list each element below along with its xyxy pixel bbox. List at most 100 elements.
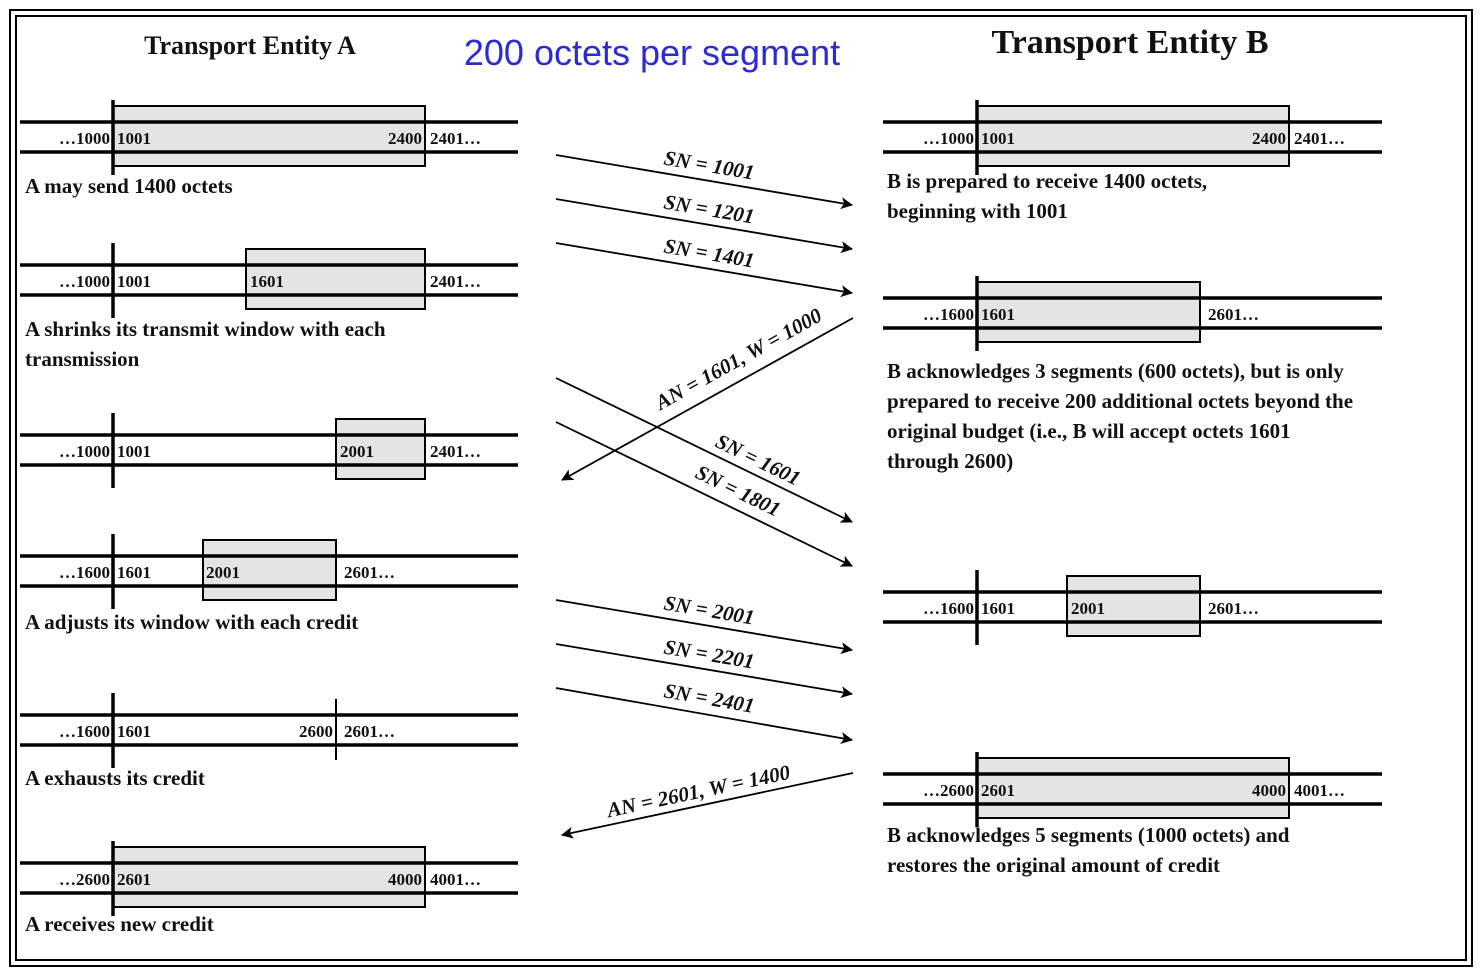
seq-label: 2601… — [344, 722, 395, 741]
seq-label: 2001 — [1071, 599, 1105, 618]
left-window-strip-1: …1000 1001 2400 2401… A may send 1400 octets — [20, 100, 518, 198]
strip-caption: B acknowledges 3 segments (600 octets), … — [887, 359, 1344, 383]
message-label: SN = 1401 — [662, 234, 756, 273]
strip-caption: B is prepared to receive 1400 octets, — [887, 169, 1207, 193]
strip-caption: prepared to receive 200 additional octet… — [887, 389, 1353, 413]
arrow-line — [555, 154, 853, 210]
message-label: SN = 2201 — [662, 635, 756, 674]
seq-label: 1001 — [117, 442, 151, 461]
window-box — [1066, 575, 1201, 637]
seq-label: 1601 — [981, 305, 1015, 324]
strip-caption: A exhausts its credit — [25, 766, 205, 790]
seq-label: …1600 — [923, 599, 974, 618]
seq-label: 4000 — [388, 870, 422, 889]
seq-label: 1601 — [250, 272, 284, 291]
message-label: SN = 1201 — [662, 190, 756, 229]
window-box — [112, 846, 426, 908]
left-window-strip-6: …2600 2601 4000 4001… A receives new credit — [20, 841, 518, 936]
message-arrow-9: SN = 2401 — [555, 678, 853, 745]
strip-caption: A shrinks its transmit window with each — [25, 317, 386, 341]
strip-caption: through 2600) — [887, 449, 1013, 473]
seq-label: 4001… — [1294, 781, 1345, 800]
seq-label: 2400 — [388, 129, 422, 148]
seq-label: 2401… — [430, 129, 481, 148]
seq-label: …1000 — [59, 442, 110, 461]
segment-size-note: 200 octets per segment — [464, 32, 840, 73]
seq-label: 1601 — [117, 722, 151, 741]
window-box — [112, 105, 426, 167]
right-window-strip-1: …1000 1001 2400 2401… B is prepared to recei… — [883, 100, 1382, 223]
seq-label: 2001 — [206, 563, 240, 582]
arrow-line — [555, 198, 853, 254]
right-window-strip-3: …1600 1601 2001 2601… — [883, 570, 1382, 645]
arrow-line — [555, 377, 853, 523]
window-box — [202, 539, 337, 601]
window-box — [335, 418, 426, 480]
seq-label: 2401… — [430, 442, 481, 461]
left-window-strip-4: …1600 1601 2001 2601… A adjusts its window w… — [20, 534, 518, 634]
strip-caption: A receives new credit — [25, 912, 214, 936]
seq-label: 2600 — [299, 722, 333, 741]
inner-border — [15, 15, 1467, 961]
seq-label: …2600 — [59, 870, 110, 889]
strip-caption: beginning with 1001 — [887, 199, 1068, 223]
arrow-line — [555, 242, 853, 298]
seq-label: …1000 — [59, 272, 110, 291]
window-box — [976, 757, 1290, 819]
seq-label: 1601 — [981, 599, 1015, 618]
seq-label: 2401… — [1294, 129, 1345, 148]
left-window-strip-5: …1600 1601 2600 2601… A exhausts its credit — [20, 693, 518, 790]
message-arrow-5: SN = 1601 — [555, 377, 853, 523]
seq-label: 4001… — [430, 870, 481, 889]
window-box — [245, 248, 426, 310]
seq-label: …1000 — [923, 129, 974, 148]
strip-caption: transmission — [25, 347, 140, 371]
seq-label: 2601… — [1208, 599, 1259, 618]
window-box — [976, 105, 1290, 167]
seq-label: …2600 — [923, 781, 974, 800]
message-label: SN = 1001 — [662, 146, 756, 185]
left-window-strip-3: …1000 1001 2001 2401… — [20, 413, 518, 488]
seq-label: 2601… — [1208, 305, 1259, 324]
arrow-line — [561, 317, 854, 481]
seq-label: 2400 — [1252, 129, 1286, 148]
strip-caption: restores the original amount of credit — [887, 853, 1220, 877]
seq-label: 2601… — [344, 563, 395, 582]
seq-label: 1001 — [117, 272, 151, 291]
strip-caption: original budget (i.e., B will accept oct… — [887, 419, 1291, 443]
message-arrow-4: AN = 1601, W = 1000 — [561, 303, 854, 481]
message-arrow-6: SN = 1801 — [555, 421, 853, 567]
arrow-line — [555, 643, 853, 699]
outer-border — [9, 9, 1473, 967]
strip-caption: A may send 1400 octets — [25, 174, 233, 198]
right-window-strip-2: …1600 1601 2601… B acknowledges 3 segments … — [883, 276, 1382, 473]
arrow-line — [555, 421, 853, 567]
arrow-line — [555, 599, 853, 655]
strip-caption: A adjusts its window with each credit — [25, 610, 358, 634]
message-arrow-10: AN = 2601, W = 1400 — [561, 760, 854, 839]
seq-label: …1000 — [59, 129, 110, 148]
message-arrow-3: SN = 1401 — [555, 234, 853, 298]
message-label: SN = 2401 — [662, 678, 756, 717]
seq-label: 1601 — [117, 563, 151, 582]
seq-label: 2001 — [340, 442, 374, 461]
seq-label: 1001 — [117, 129, 151, 148]
arrow-line — [561, 772, 854, 839]
seq-label: …1600 — [59, 563, 110, 582]
seq-label: 2601 — [117, 870, 151, 889]
seq-label: 2401… — [430, 272, 481, 291]
message-label: AN = 1601, W = 1000 — [650, 303, 827, 416]
seq-label: 1001 — [981, 129, 1015, 148]
seq-label: 4000 — [1252, 781, 1286, 800]
seq-label: …1600 — [59, 722, 110, 741]
left-window-strip-2: …1000 1001 1601 2401… A shrinks its transmit… — [20, 243, 518, 371]
entity-b-title: Transport Entity B — [991, 24, 1268, 61]
entity-a-title: Transport Entity A — [144, 31, 356, 60]
message-label: SN = 2001 — [662, 591, 756, 630]
strip-caption: B acknowledges 5 segments (1000 octets) … — [887, 823, 1290, 847]
seq-label: …1600 — [923, 305, 974, 324]
arrow-line — [555, 687, 853, 745]
